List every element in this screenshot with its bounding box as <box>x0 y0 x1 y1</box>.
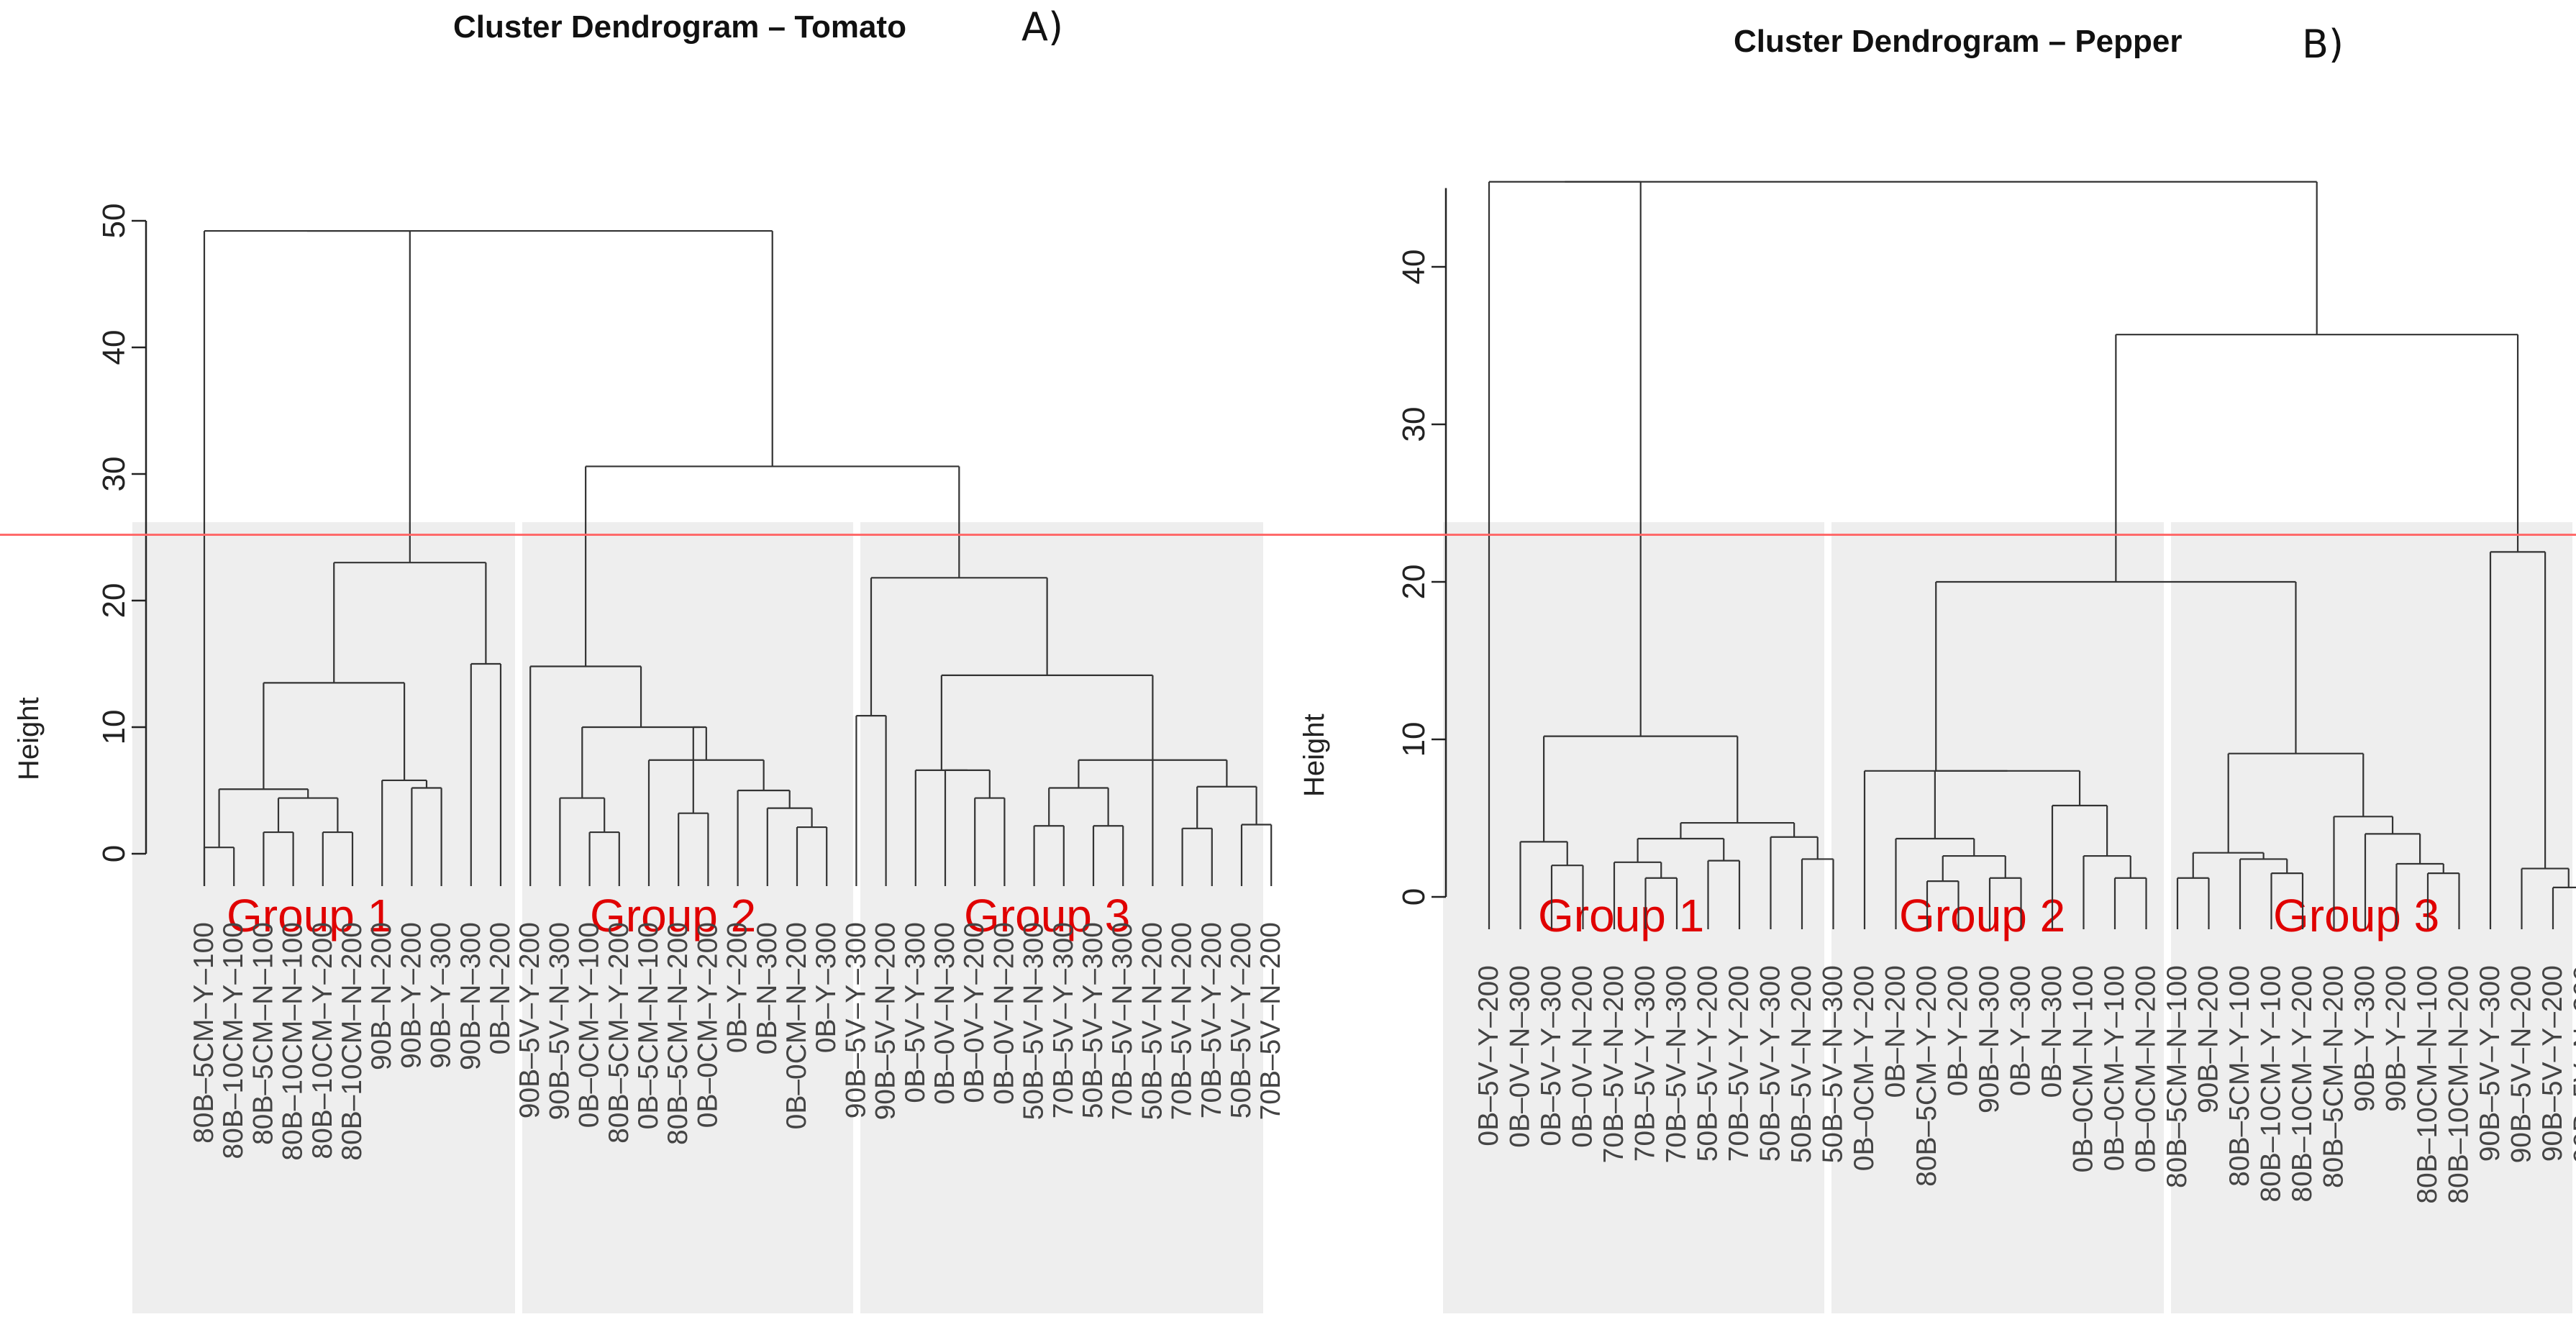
pepper-leaf-label: 50B–5V–N–300 <box>1818 965 1849 1163</box>
pepper-leaf-label: 0B–Y–300 <box>2006 965 2036 1096</box>
pepper-leaf-label: 50B–5V–Y–300 <box>1755 965 1786 1162</box>
tomato-y-tick-label: 10 <box>96 710 132 745</box>
pepper-leaf-label: 50B–5V–N–200 <box>1786 965 1817 1163</box>
pepper-leaf-label: 0B–0CM–N–100 <box>2068 965 2099 1172</box>
pepper-leaf-label: 0B–N–300 <box>2036 965 2067 1098</box>
pepper-leaf-label: 50B–5V–Y–200 <box>1693 965 1724 1162</box>
pepper-leaf-label: 90B–N–200 <box>2193 965 2224 1113</box>
pepper-leaf-label: 80B–10CM–N–200 <box>2444 965 2475 1204</box>
pepper-leaf-label: 80B–10CM–N–100 <box>2412 965 2443 1204</box>
tomato-leaf-label: 0B–Y–300 <box>811 922 842 1053</box>
tomato-leaf-label: 80B–10CM–Y–100 <box>218 922 249 1159</box>
tomato-leaf-label: 0B–Y–200 <box>722 922 753 1053</box>
pepper-leaf-label: 70B–5V–N–300 <box>1661 965 1692 1163</box>
tomato-leaf-label: 80B–10CM–Y–200 <box>307 922 338 1159</box>
tomato-leaf-label: 70B–5V–N–200 <box>1167 922 1198 1120</box>
pepper-group2-label: Group 2 <box>1899 890 2065 941</box>
pepper-leaf-label: 80B–5CM–N–100 <box>2162 965 2193 1188</box>
pepper-leaf-label: 0B–0V–N–300 <box>1505 965 1536 1148</box>
tomato-y-tick-label: 50 <box>96 204 132 239</box>
pepper-y-tick-label: 30 <box>1396 407 1432 442</box>
tomato-leaf-label: 50B–5V–Y–300 <box>1078 922 1109 1118</box>
pepper-leaf-label: 0B–5V–Y–200 <box>1473 965 1504 1146</box>
tomato-chart-title: Cluster Dendrogram – Tomato <box>453 9 906 45</box>
pepper-leaf-label: 70B–5V–Y–300 <box>1630 965 1661 1162</box>
pepper-leaf-label: 0B–0CM–Y–200 <box>1849 965 1880 1171</box>
tomato-leaf-label: 0B–5V–Y–300 <box>900 922 931 1103</box>
pepper-y-tick-label: 0 <box>1396 888 1432 906</box>
tomato-leaf-label: 90B–N–300 <box>455 922 486 1070</box>
tomato-leaf-label: 70B–5V–N–300 <box>1107 922 1138 1120</box>
pepper-y-tick-label: 40 <box>1396 250 1432 285</box>
pepper-leaf-label: 90B–N–300 <box>1974 965 2005 1113</box>
tomato-leaf-label: 90B–5V–N–300 <box>544 922 575 1120</box>
tomato-leaf-label: 0B–0V–Y–200 <box>959 922 990 1103</box>
pepper-leaf-label: 80B–10CM–Y–200 <box>2287 965 2318 1203</box>
tomato-leaf-label: 80B–5CM–Y–200 <box>604 922 634 1144</box>
tomato-leaf-label: 70B–5V–Y–200 <box>1196 922 1227 1118</box>
tomato-leaf-label: 90B–Y–300 <box>426 922 457 1069</box>
pepper-group3-label: Group 3 <box>2273 890 2439 941</box>
tomato-y-tick-label: 0 <box>96 845 132 862</box>
tomato-leaf-label: 50B–5V–N–200 <box>1137 922 1168 1120</box>
pepper-leaf-label: 90B–Y–200 <box>2381 965 2412 1112</box>
tomato-leaf-label: 50B–5V–Y–200 <box>1226 922 1257 1118</box>
tomato-leaf-label: 90B–5V–N–200 <box>870 922 901 1120</box>
pepper-leaf-label: 0B–0V–N–200 <box>1567 965 1598 1148</box>
tomato-leaf-label: 80B–5CM–N–100 <box>247 922 278 1145</box>
tomato-leaf-label: 70B–5V–Y–300 <box>1048 922 1079 1118</box>
tomato-y-tick-label: 20 <box>96 583 132 619</box>
tomato-leaf-label: 80B–5CM–N–200 <box>663 922 693 1145</box>
tomato-leaf-label: 50B–5V–N–300 <box>1019 922 1050 1120</box>
tomato-y-tick-label: 30 <box>96 457 132 492</box>
pepper-chart-title: Cluster Dendrogram – Pepper <box>1734 24 2183 59</box>
pepper-leaf-label: 90B–5V–Y–200 <box>2537 965 2568 1162</box>
pepper-leaf-label: 90B–5V–Y–300 <box>2475 965 2506 1162</box>
pepper-leaf-label: 0B–N–200 <box>1880 965 1911 1098</box>
tomato-leaf-label: 90B–N–200 <box>366 922 397 1070</box>
tomato-leaf-label: 0B–0CM–Y–200 <box>692 922 723 1128</box>
pepper-group1-label: Group 1 <box>1538 890 1704 941</box>
pepper-leaf-label: 80B–10CM–Y–100 <box>2256 965 2287 1203</box>
pepper-y-tick-label: 10 <box>1396 722 1432 757</box>
pepper-panel-label: B) <box>2302 22 2344 67</box>
pepper-leaf-label: 80B–5CM–N–200 <box>2318 965 2349 1188</box>
pepper-leaf-label: 70B–5V–Y–200 <box>1724 965 1754 1162</box>
pepper-leaf-label: 0B–0CM–Y–100 <box>2099 965 2130 1171</box>
pepper-leaf-label: 70B–5V–N–200 <box>1598 965 1629 1163</box>
pepper-leaf-label: 90B–5V–N–200 <box>2506 965 2537 1163</box>
tomato-leaf-label: 0B–0V–N–300 <box>929 922 960 1105</box>
tomato-leaf-label: 0B–N–200 <box>485 922 516 1054</box>
tomato-leaf-label: 70B–5V–N–200 <box>1255 922 1286 1120</box>
tomato-leaf-label: 0B–N–300 <box>752 922 783 1054</box>
pepper-leaf-label: 90B–5V–N–300 <box>2569 965 2576 1163</box>
tomato-leaf-label: 80B–10CM–N–100 <box>278 922 309 1161</box>
tomato-y-axis-label: Height <box>13 697 45 780</box>
tomato-leaf-label: 0B–0CM–Y–100 <box>574 922 605 1128</box>
pepper-leaf-label: 80B–5CM–Y–100 <box>2224 965 2255 1187</box>
tomato-leaf-label: 80B–10CM–N–200 <box>337 922 368 1161</box>
pepper-y-axis-label: Height <box>1298 713 1330 797</box>
pepper-leaf-label: 0B–5V–Y–300 <box>1536 965 1567 1146</box>
pepper-leaf-label: 0B–Y–200 <box>1943 965 1974 1096</box>
tomato-leaf-label: 0B–0V–N–200 <box>988 922 1019 1105</box>
pepper-leaf-label: 0B–0CM–N–200 <box>2131 965 2162 1172</box>
tomato-leaf-label: 90B–Y–200 <box>396 922 427 1069</box>
tomato-leaf-label: 90B–5V–Y–300 <box>840 922 871 1118</box>
tomato-leaf-label: 0B–5CM–N–100 <box>633 922 664 1129</box>
tomato-leaf-label: 90B–5V–Y–200 <box>514 922 545 1118</box>
pepper-y-tick-label: 20 <box>1396 565 1432 600</box>
pepper-leaf-label: 90B–Y–300 <box>2349 965 2380 1112</box>
tomato-leaf-label: 0B–0CM–N–200 <box>781 922 812 1129</box>
tomato-y-tick-label: 40 <box>96 330 132 365</box>
tomato-panel-label: A) <box>1021 4 1063 50</box>
pepper-leaf-label: 80B–5CM–Y–200 <box>1911 965 1942 1187</box>
tomato-leaf-label: 80B–5CM–Y–100 <box>188 922 219 1144</box>
